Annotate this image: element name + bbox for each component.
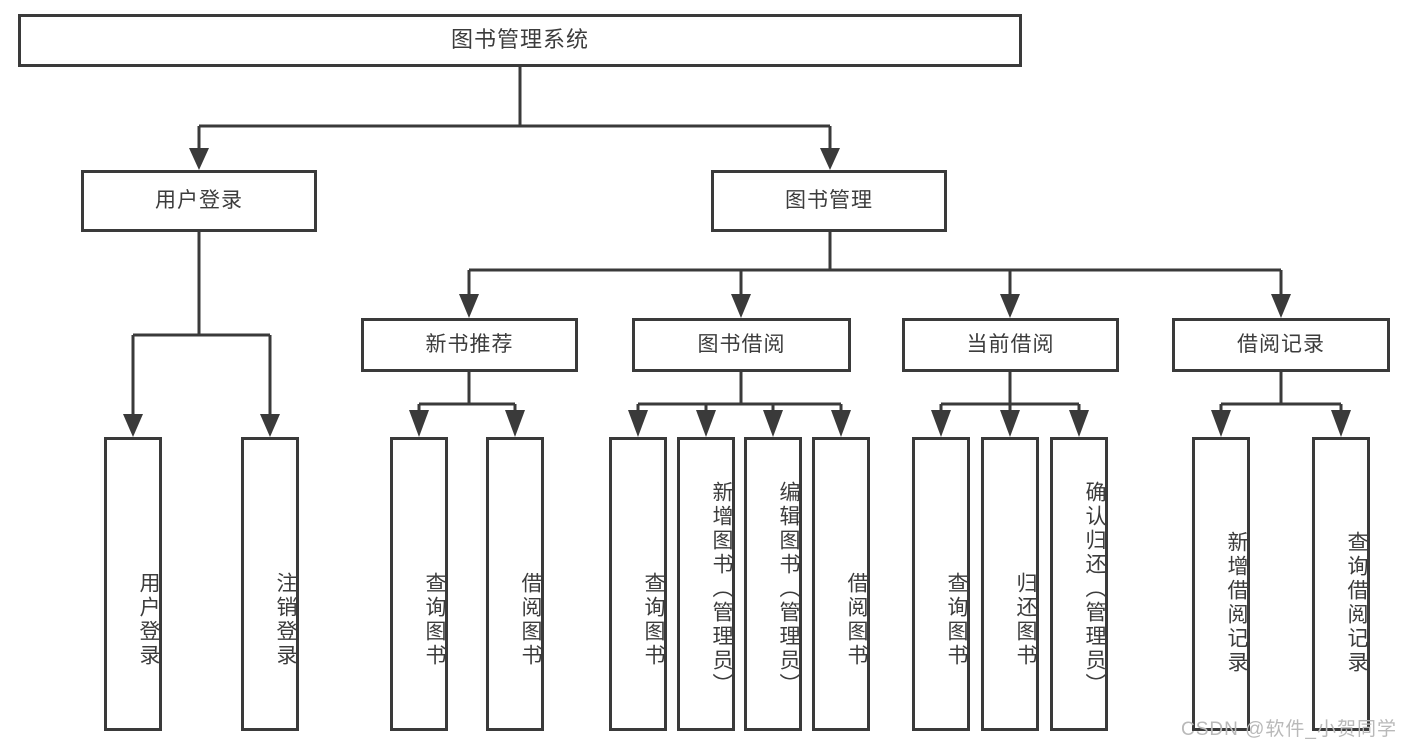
arrowhead-leaf-add-record <box>1211 410 1231 437</box>
node-leaf-query-book-recommend[interactable]: 查询图书 <box>390 437 448 731</box>
arrowhead-user-login <box>189 148 209 170</box>
node-label: 新增图书（管理员） <box>710 481 733 697</box>
node-label: 借阅图书 <box>845 572 868 668</box>
node-label: 注销登录 <box>274 572 297 668</box>
arrowhead-book-manage <box>820 148 840 170</box>
arrowhead-leaf-query-record <box>1331 410 1351 437</box>
node-leaf-return-book[interactable]: 归还图书 <box>981 437 1039 731</box>
node-label: 编辑图书（管理员） <box>777 481 800 697</box>
arrowhead-borrow-record <box>1271 294 1291 318</box>
node-label: 确认归还（管理员） <box>1083 481 1106 697</box>
arrowhead-leaf-borrow-book-1 <box>505 410 525 437</box>
arrowhead-leaf-return-book <box>1000 410 1020 437</box>
csdn-watermark: CSDN @软件_小贺同学 <box>1181 719 1397 740</box>
node-label: 归还图书 <box>1014 572 1037 668</box>
node-leaf-borrow-book-recommend[interactable]: 借阅图书 <box>486 437 544 731</box>
arrowhead-leaf-user-login <box>123 414 143 437</box>
node-label: 图书管理系统 <box>450 27 589 53</box>
arrowhead-leaf-borrow-book-2 <box>831 410 851 437</box>
node-leaf-query-borrow-record[interactable]: 查询借阅记录 <box>1312 437 1370 731</box>
node-label: 查询借阅记录 <box>1345 531 1368 675</box>
arrowhead-leaf-add-book <box>696 410 716 437</box>
node-label: 图书管理 <box>785 189 873 213</box>
node-label: 新书推荐 <box>425 333 514 357</box>
node-label: 查询图书 <box>423 572 446 668</box>
node-leaf-query-book-borrow[interactable]: 查询图书 <box>609 437 667 731</box>
node-label: 借阅图书 <box>519 572 542 668</box>
arrowhead-leaf-confirm-return <box>1069 410 1089 437</box>
arrowhead-leaf-query-book-2 <box>628 410 648 437</box>
node-leaf-user-login[interactable]: 用户登录 <box>104 437 162 731</box>
arrowhead-current-borrow <box>1000 294 1020 318</box>
arrowhead-leaf-query-book-1 <box>409 410 429 437</box>
node-current-borrow[interactable]: 当前借阅 <box>902 318 1119 372</box>
node-leaf-user-logout[interactable]: 注销登录 <box>241 437 299 731</box>
arrowhead-leaf-query-book-3 <box>931 410 951 437</box>
node-leaf-query-book-current[interactable]: 查询图书 <box>912 437 970 731</box>
arrowhead-leaf-edit-book <box>763 410 783 437</box>
node-label: 用户登录 <box>155 189 243 213</box>
node-label: 新增借阅记录 <box>1225 531 1248 675</box>
arrowhead-book-borrow <box>731 294 751 318</box>
node-label: 图书借阅 <box>697 333 786 357</box>
node-borrow-record[interactable]: 借阅记录 <box>1172 318 1390 372</box>
arrowhead-new-book-recommend <box>459 294 479 318</box>
node-leaf-edit-book[interactable]: 编辑图书（管理员） <box>744 437 802 731</box>
node-label: 用户登录 <box>137 572 160 668</box>
node-label: 查询图书 <box>642 572 665 668</box>
node-leaf-confirm-return[interactable]: 确认归还（管理员） <box>1050 437 1108 731</box>
node-label: 借阅记录 <box>1237 333 1325 357</box>
node-leaf-add-book[interactable]: 新增图书（管理员） <box>677 437 735 731</box>
node-leaf-add-borrow-record[interactable]: 新增借阅记录 <box>1192 437 1250 731</box>
node-user-login[interactable]: 用户登录 <box>81 170 317 232</box>
node-leaf-borrow-book-borrow[interactable]: 借阅图书 <box>812 437 870 731</box>
node-book-borrow[interactable]: 图书借阅 <box>632 318 851 372</box>
node-label: 当前借阅 <box>966 333 1055 357</box>
node-new-book-recommend[interactable]: 新书推荐 <box>361 318 578 372</box>
node-label: 查询图书 <box>945 572 968 668</box>
arrowhead-leaf-user-logout <box>260 414 280 437</box>
node-book-management[interactable]: 图书管理 <box>711 170 947 232</box>
node-root-book-management-system[interactable]: 图书管理系统 <box>18 14 1022 67</box>
